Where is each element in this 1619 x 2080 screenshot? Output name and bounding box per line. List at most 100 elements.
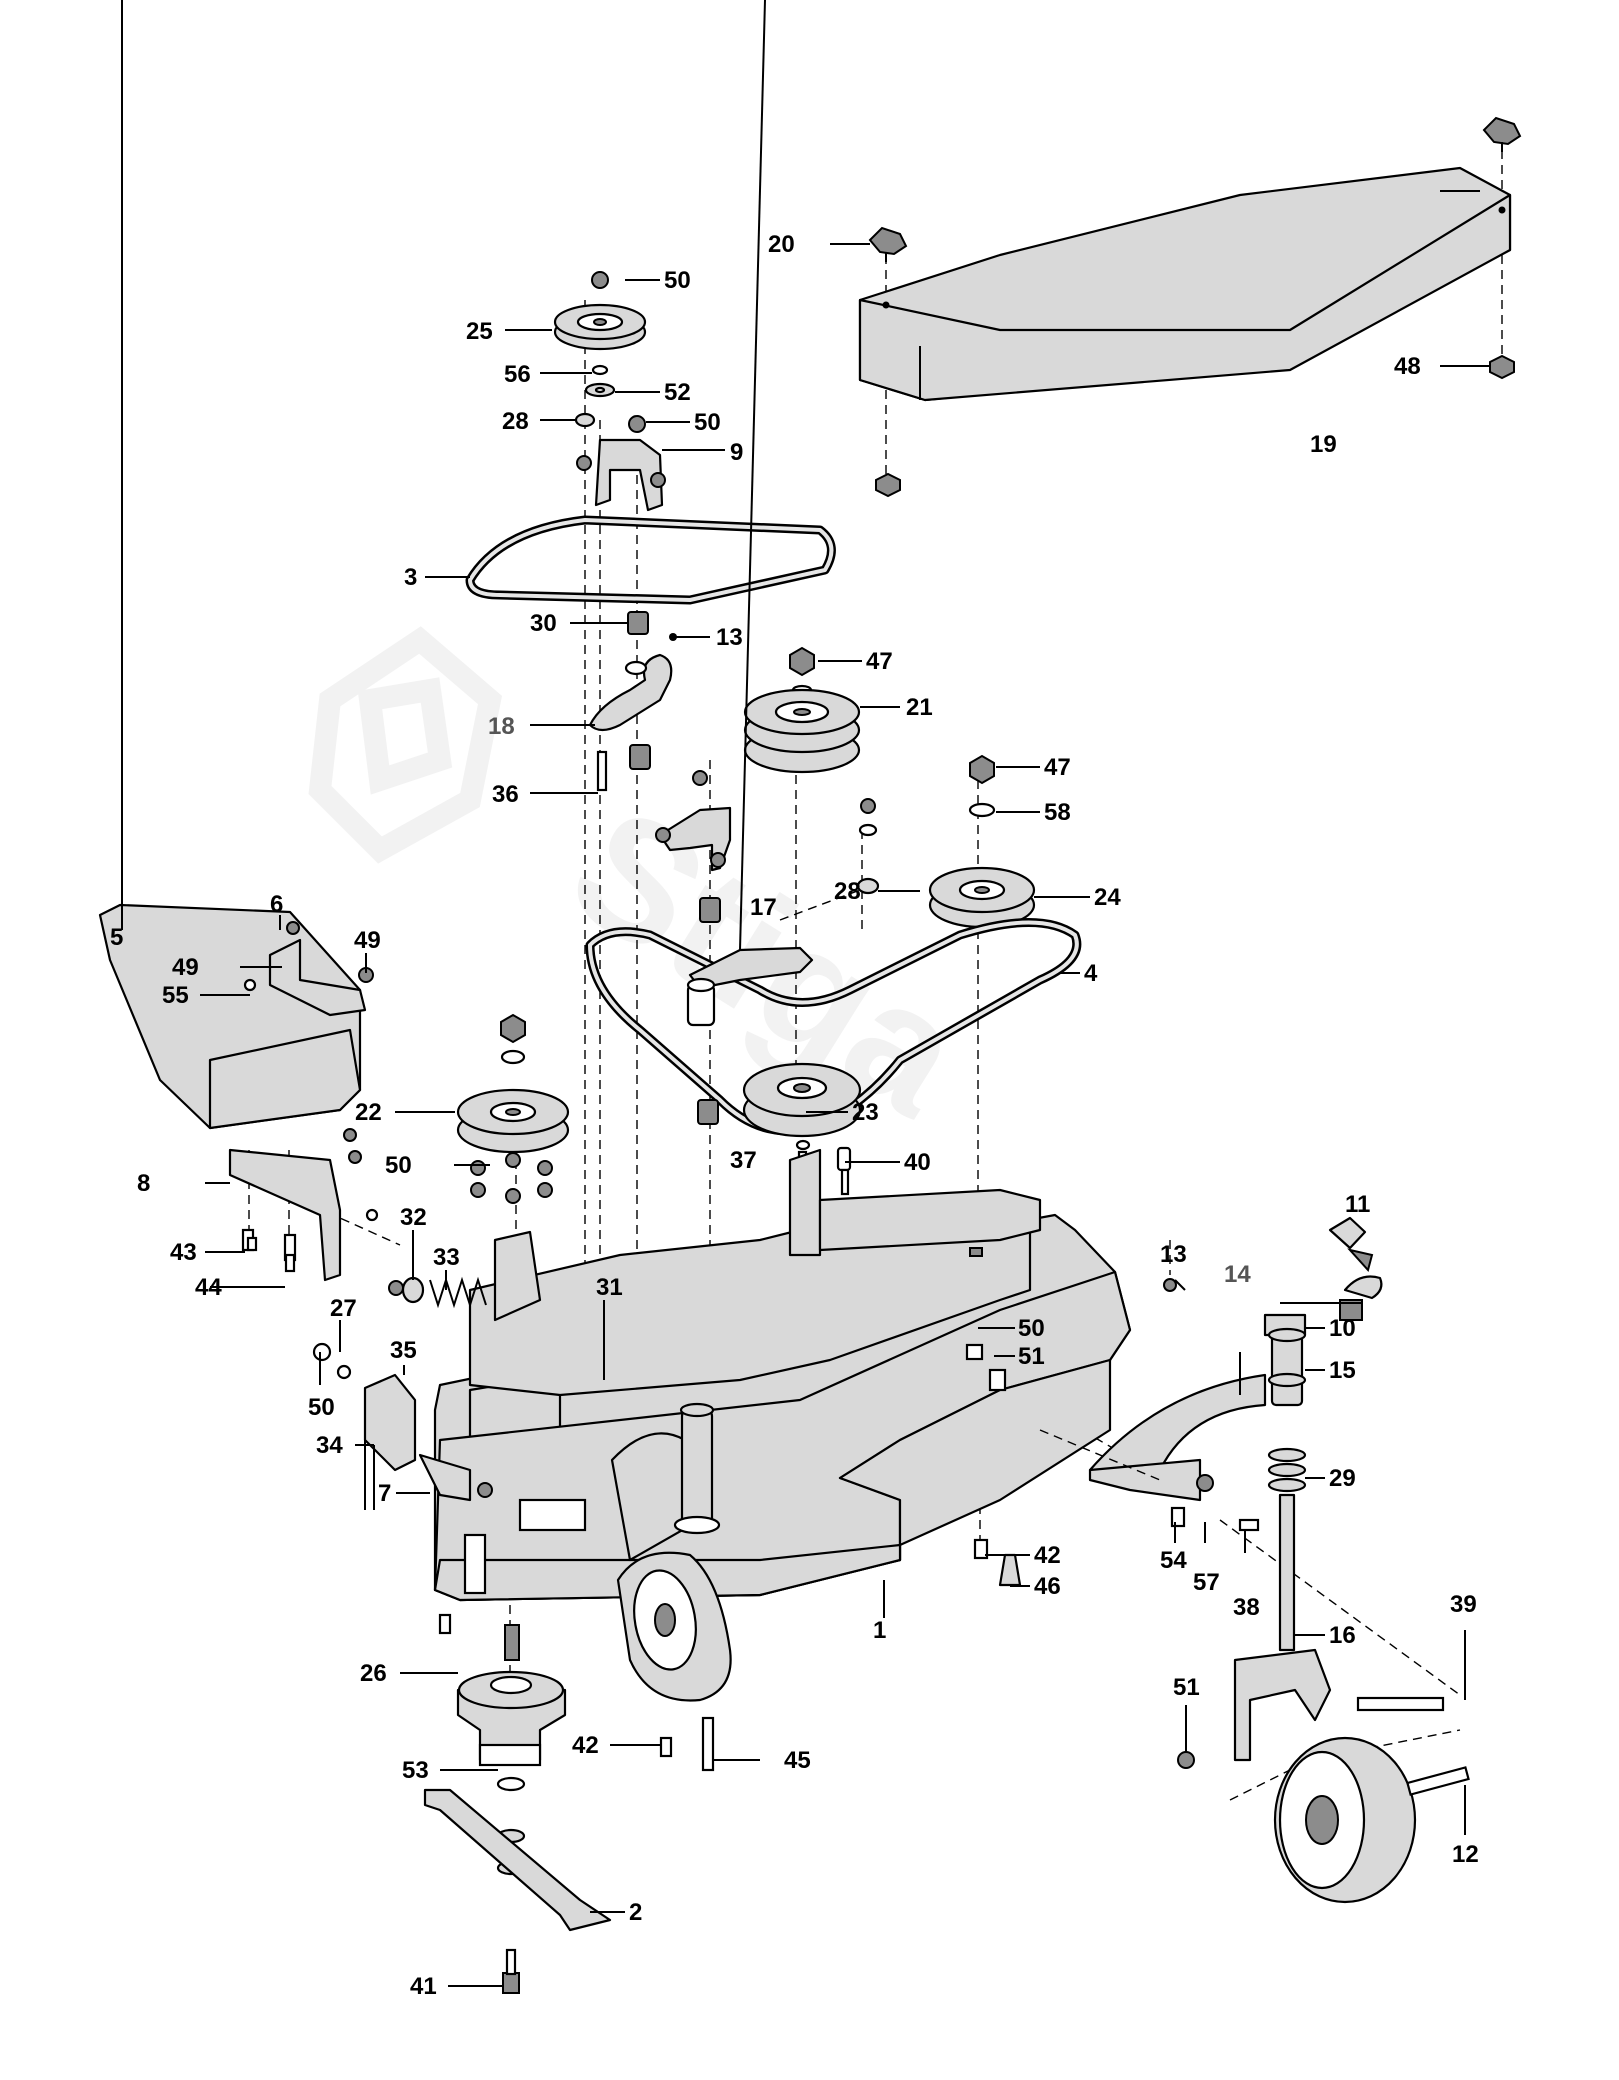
drive-belt-upper [465, 515, 836, 605]
callout-57: 57 [1193, 1569, 1220, 1596]
callout-55: 55 [162, 982, 189, 1009]
callout-51-deck: 51 [1018, 1343, 1045, 1370]
center-pulley [742, 1062, 862, 1199]
callout-50-hinge: 50 [308, 1394, 335, 1421]
callout-49-left: 49 [172, 954, 199, 981]
callout-28-top: 28 [502, 408, 529, 435]
callout-42-deck: 42 [1034, 1542, 1061, 1569]
callout-33: 33 [433, 1244, 460, 1271]
callout-13-top: 13 [716, 624, 743, 651]
callout-37: 37 [730, 1147, 757, 1174]
mower-deck [433, 1148, 1132, 1602]
left-hinge-assembly [312, 1342, 493, 1510]
callout-39: 39 [1450, 1591, 1477, 1618]
callout-54: 54 [1160, 1547, 1187, 1574]
callout-15: 15 [1329, 1357, 1356, 1384]
callout-13-right: 13 [1160, 1241, 1187, 1268]
callout-3: 3 [404, 564, 417, 591]
callout-12: 12 [1452, 1841, 1479, 1868]
callout-6: 6 [270, 891, 283, 918]
callout-labels: 50 25 56 52 28 50 9 3 30 13 18 36 47 21 … [110, 231, 1479, 2000]
callout-8: 8 [137, 1170, 150, 1197]
callout-2: 2 [629, 1899, 642, 1926]
center-bracket [655, 770, 880, 923]
callout-4: 4 [1084, 960, 1098, 987]
callout-29: 29 [1329, 1465, 1356, 1492]
callout-48: 48 [1394, 353, 1421, 380]
callout-16: 16 [1329, 1622, 1356, 1649]
callout-49-right: 49 [354, 927, 381, 954]
callout-22: 22 [355, 1099, 382, 1126]
callout-28-mid: 28 [834, 878, 861, 905]
callout-35: 35 [390, 1337, 417, 1364]
idler-bracket [576, 438, 666, 512]
callout-1: 1 [873, 1617, 886, 1644]
callout-47-right: 47 [1044, 754, 1071, 781]
cover-nut-left [875, 472, 901, 498]
tension-arm [686, 946, 814, 1125]
deck-chute-guard [1039, 1373, 1267, 1502]
misc-fasteners [246, 1236, 1260, 1772]
callout-44: 44 [195, 1274, 222, 1301]
callout-23: 23 [852, 1099, 879, 1126]
callout-40: 40 [904, 1149, 931, 1176]
callout-45: 45 [784, 1747, 811, 1774]
callout-43: 43 [170, 1239, 197, 1266]
callout-46: 46 [1034, 1573, 1061, 1600]
callout-32: 32 [400, 1204, 427, 1231]
callout-30: 30 [530, 610, 557, 637]
callout-50-top: 50 [664, 267, 691, 294]
callout-50-deck: 50 [1018, 1315, 1045, 1342]
cover-knob-right [1482, 116, 1522, 152]
left-pulley-nuts [470, 1152, 553, 1204]
double-pulley [743, 646, 861, 774]
discharge-chute [98, 903, 362, 1164]
callout-18: 18 [488, 713, 515, 740]
callout-42-front: 42 [572, 1732, 599, 1759]
callout-19: 19 [1310, 431, 1337, 458]
rear-caster-assembly [1177, 1216, 1445, 1769]
idler-arm-assembly [588, 611, 677, 792]
callout-56: 56 [504, 361, 531, 388]
callout-50-bracket: 50 [694, 409, 721, 436]
callout-58: 58 [1044, 799, 1071, 826]
drive-belt-lower [585, 918, 1082, 1136]
callout-53: 53 [402, 1757, 429, 1784]
callout-36: 36 [492, 781, 519, 808]
callout-leaders [121, 0, 1490, 1987]
callout-7: 7 [378, 1480, 391, 1507]
callout-51-wheel: 51 [1173, 1674, 1200, 1701]
blade-spindle [456, 1624, 567, 1767]
callout-9: 9 [730, 439, 743, 466]
left-pulley [456, 1013, 570, 1154]
rear-caster-wheel [1273, 1736, 1470, 1904]
cover-knob-left [868, 226, 908, 262]
callout-17: 17 [750, 894, 777, 921]
callout-38: 38 [1233, 1594, 1260, 1621]
callout-24: 24 [1094, 884, 1121, 911]
callout-47-top: 47 [866, 648, 893, 675]
watermark: Stiga [308, 626, 995, 1152]
callout-41: 41 [410, 1973, 437, 2000]
callout-20: 20 [768, 231, 795, 258]
callout-26: 26 [360, 1660, 387, 1687]
cover-nut-right [1489, 354, 1515, 380]
callout-31: 31 [596, 1274, 623, 1301]
deck-cover [858, 166, 1512, 402]
callout-25: 25 [466, 318, 493, 345]
callout-34: 34 [316, 1432, 343, 1459]
chute-hinge-plate [228, 1148, 379, 1282]
blade-assembly [423, 1776, 612, 1994]
top-pulley [553, 271, 647, 433]
callout-21: 21 [906, 694, 933, 721]
callout-10: 10 [1329, 1315, 1356, 1342]
callout-52: 52 [664, 379, 691, 406]
callout-27: 27 [330, 1295, 357, 1322]
callout-5: 5 [110, 924, 123, 951]
front-caster-wheel [610, 1402, 732, 1702]
callout-14: 14 [1224, 1261, 1251, 1288]
bolt-40 [836, 1146, 852, 1196]
spring-clip [1343, 1248, 1383, 1300]
right-pulley [928, 754, 1036, 929]
